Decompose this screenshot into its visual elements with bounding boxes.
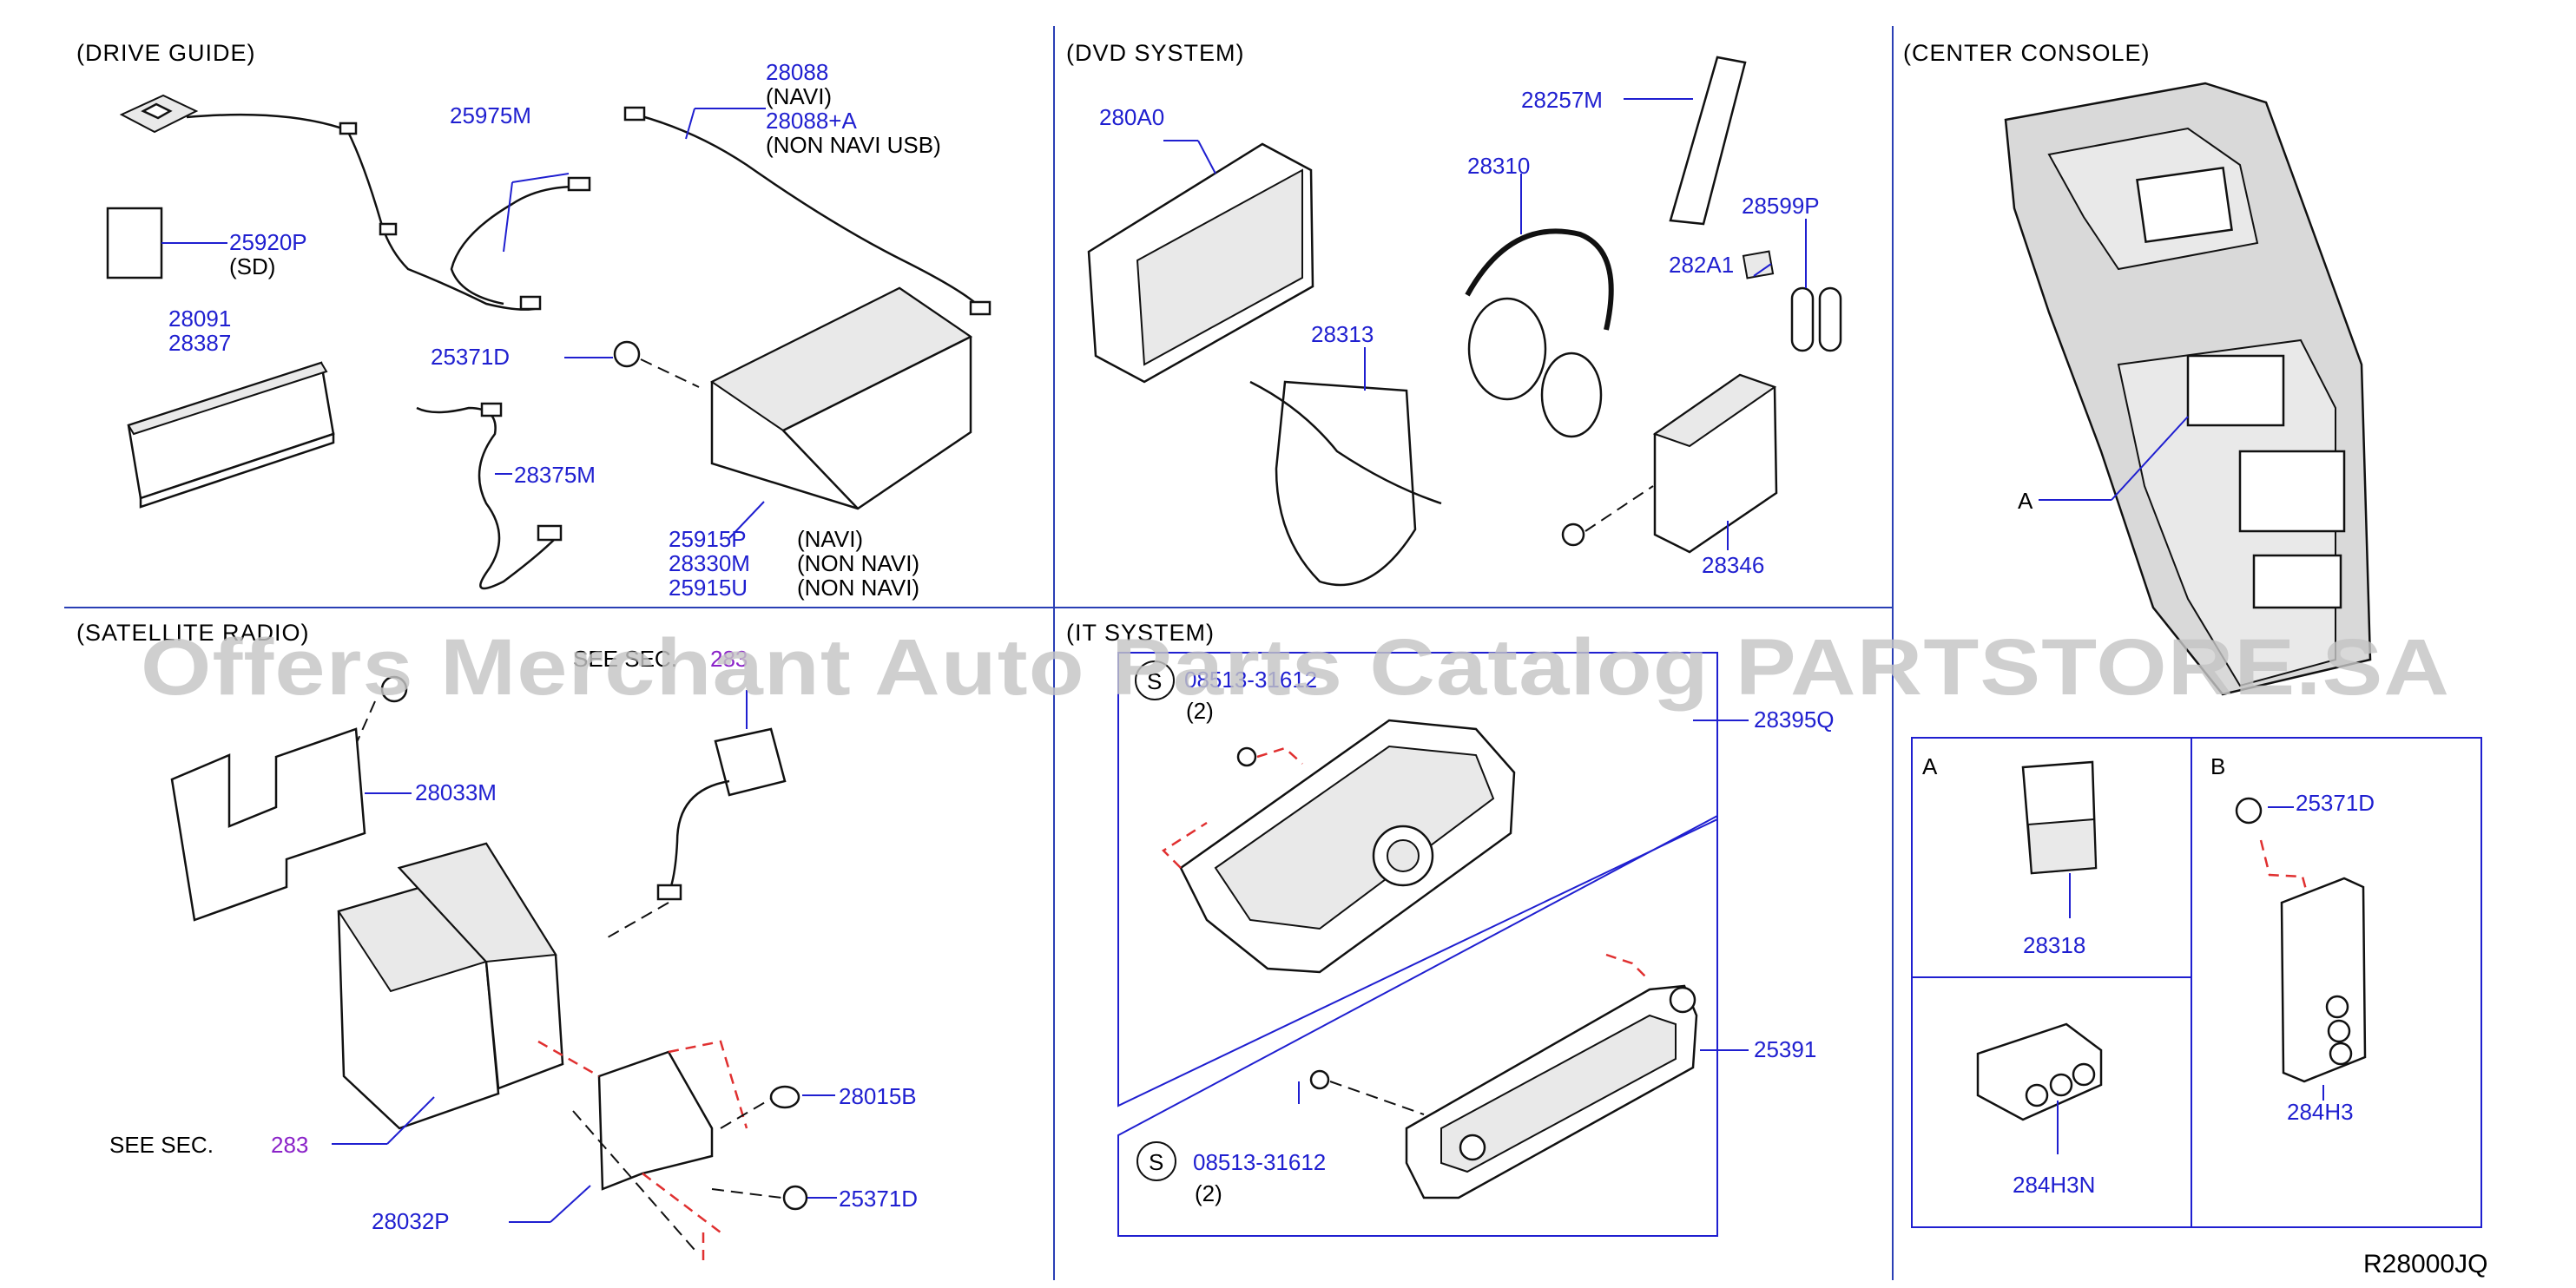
sat-antenna-drawing (714, 727, 787, 797)
s-symbol-top: S (1147, 668, 1162, 694)
header-it-system: (IT SYSTEM) (1066, 620, 1215, 646)
part-25920p: 25920P (229, 229, 307, 255)
headphone-bag-28313-drawing (1275, 380, 1417, 587)
part-28088: 28088 (766, 59, 828, 85)
center-console-leaders (2039, 416, 2189, 501)
note-non-navi-usb: (NON NAVI USB) (766, 132, 941, 158)
clip-25371d-drawing (613, 340, 641, 368)
mount-bracket-drawing (597, 1050, 714, 1191)
part-25371d-console: 25371D (2296, 790, 2375, 816)
part-25975m: 25975M (450, 102, 531, 128)
part-284h3-drawing (2280, 877, 2367, 1083)
watermark: Offers Merchant Auto Parts Catalog PARTS… (141, 623, 2450, 712)
detail-a-drawings (1976, 760, 2103, 1121)
detail-box-a-label: A (1922, 753, 1938, 779)
part-282a1: 282A1 (1669, 252, 1734, 278)
usb-cable-28088-drawing (635, 113, 982, 309)
header-satellite-radio: (SATELLITE RADIO) (76, 620, 310, 646)
part-25371d-satellite: 25371D (839, 1186, 918, 1212)
part-28387: 28387 (168, 330, 231, 356)
header-center-console: (CENTER CONSOLE) (1903, 40, 2151, 66)
drive-guide-leaders (161, 108, 766, 539)
part-25371d-drive: 25371D (431, 344, 510, 370)
part-28310: 28310 (1467, 153, 1530, 179)
cable-25975m-drawing (450, 185, 578, 306)
batteries-28599p-drawing (1790, 286, 1815, 352)
bolt-08513-31612-top: 08513-31612 (1184, 667, 1317, 693)
part-28318: 28318 (2023, 932, 2085, 958)
part-28599p: 28599P (1742, 193, 1820, 219)
s-symbol-top-icon (1135, 660, 1175, 700)
drive-guide-drawings (106, 94, 992, 590)
part-28257m: 28257M (1521, 87, 1603, 113)
see-sec-top: SEE SEC. (573, 646, 677, 672)
remote-28257m-drawing (1669, 56, 1747, 226)
it-system-leaders (1298, 720, 1749, 1104)
center-console-drawing (2004, 82, 2372, 696)
dvd-system-drawings (1087, 56, 1842, 587)
detail-box-b-label: B (2210, 753, 2225, 779)
headphones-28310-drawing (1465, 228, 1614, 331)
diagram-code: R28000JQ (2363, 1250, 2487, 1278)
part-25915u: 25915U (669, 575, 748, 601)
dvd-system-leaders (1163, 98, 1807, 550)
detail-boxes (1911, 737, 2482, 1228)
part-28313: 28313 (1311, 321, 1374, 347)
detail-leaders (2057, 806, 2324, 1154)
clip-25371d-b-drawing (2235, 797, 2263, 825)
detail-b-drawings (2235, 797, 2367, 1083)
part-28015b: 28015B (839, 1083, 917, 1109)
it-system-drawings (1162, 719, 1698, 1199)
bolt-08513-31612-bottom: 08513-31612 (1193, 1149, 1326, 1175)
part-284h3n-drawing (1976, 1022, 2103, 1121)
part-282a1-drawing (1742, 250, 1775, 279)
header-dvd-system: (DVD SYSTEM) (1066, 40, 1245, 66)
part-28032p: 28032P (372, 1208, 450, 1234)
part-28375m: 28375M (514, 462, 596, 488)
satellite-radio-drawings (170, 675, 808, 1267)
part-280a0: 280A0 (1099, 104, 1164, 130)
section-ref-bottom[interactable]: 283 (271, 1132, 308, 1158)
sd-card-drawing (106, 207, 163, 279)
note-non-navi-28330m: (NON NAVI) (797, 550, 919, 576)
note-navi-25915p: (NAVI) (797, 526, 863, 552)
note-non-navi-25915u: (NON NAVI) (797, 575, 919, 601)
bracket-28033m-drawing (170, 727, 366, 922)
header-drive-guide: (DRIVE GUIDE) (76, 40, 256, 66)
part-25915p: 25915P (669, 526, 747, 552)
see-sec-bottom: SEE SEC. (109, 1132, 214, 1158)
part-284h3: 284H3 (2287, 1099, 2354, 1125)
part-28395q: 28395Q (1754, 706, 1835, 733)
part-28330m: 28330M (669, 550, 750, 576)
part-284h3n: 284H3N (2013, 1172, 2095, 1198)
cable-28375m-drawing (416, 406, 557, 590)
antenna-cable-drawing (186, 113, 539, 311)
part-28088a: 28088+A (766, 108, 857, 134)
note-navi: (NAVI) (766, 83, 832, 109)
part-25391: 25391 (1754, 1036, 1816, 1062)
part-28033m: 28033M (415, 779, 497, 805)
part-28091: 28091 (168, 306, 231, 332)
qty-bottom: (2) (1195, 1180, 1222, 1206)
part-28346: 28346 (1702, 552, 1764, 578)
s-symbol-bottom: S (1149, 1149, 1163, 1175)
s-symbol-bottom-icon (1136, 1141, 1176, 1181)
satellite-radio-leaders (332, 690, 837, 1223)
it-system-frames (1117, 652, 1718, 1237)
qty-top: (2) (1186, 698, 1214, 724)
callout-a: A (2018, 488, 2033, 514)
note-sd: (SD) (229, 253, 275, 279)
section-dividers (64, 26, 1894, 1280)
section-ref-top[interactable]: 283 (710, 646, 748, 672)
